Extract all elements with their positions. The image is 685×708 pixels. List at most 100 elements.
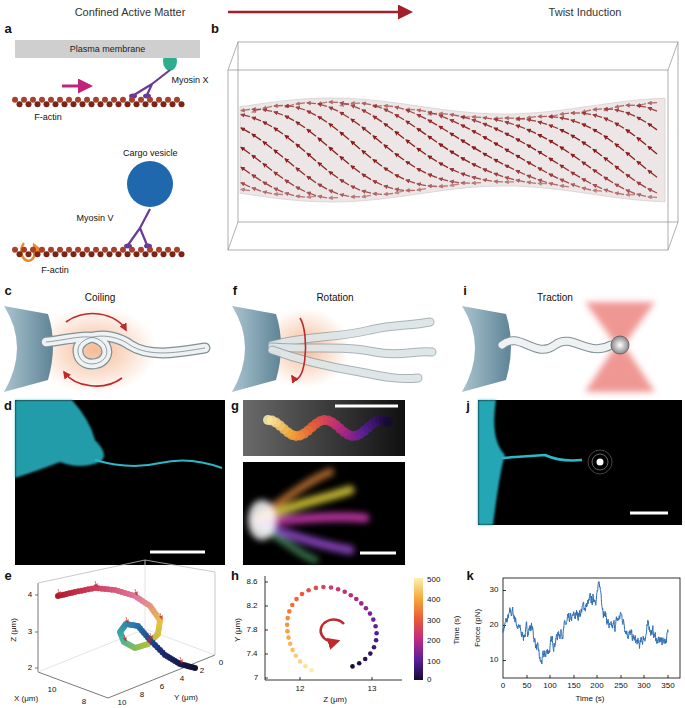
axis-title: Y (μm) [174,694,198,702]
scatter-point [368,651,373,656]
field-arrow [593,129,602,134]
field-arrow [340,132,349,140]
field-arrow [351,166,360,173]
colorbar-tick: 400 [427,596,440,604]
field-arrow [395,175,404,180]
plot-h-axes-part [300,677,301,680]
actin-bead [44,251,50,257]
field-arrow [285,104,294,107]
panel-b-front-part [228,70,668,250]
actin-bead [134,251,140,257]
plot-e-axes-part [35,595,38,596]
field-arrow [560,113,569,114]
plot-k-axes-part [550,675,551,678]
field-arrow [340,104,349,106]
actin-bead [165,97,171,103]
micrograph-g-part [335,405,398,408]
micrograph-g-part [360,552,396,555]
field-arrow [527,129,536,133]
field-arrow [637,138,646,145]
field-arrow [604,108,613,111]
field-arrow [450,169,459,173]
actin-bead [125,101,131,107]
panel-a-art-part [134,70,170,95]
field-arrow [417,184,426,186]
panel-letter: g [231,399,239,412]
field-arrow [351,186,360,190]
field-arrow [538,180,547,183]
field-arrow [373,136,382,143]
field-arrow [329,101,338,103]
micrograph-j-part [597,459,604,466]
field-arrow [582,110,591,112]
actin-bead [102,97,108,103]
field-arrow [274,172,283,179]
field-arrow [428,120,437,125]
field-arrow [417,148,426,154]
field-arrow [516,118,525,120]
force-trace [503,582,668,664]
part-label: F-actin [41,266,69,275]
field-arrow [505,181,514,182]
scatter-point [321,585,326,590]
field-arrow [351,196,360,197]
tick-label: 0 [501,682,505,690]
actin-bead [57,247,63,253]
header-arrow-part [228,11,410,14]
field-arrow [351,119,360,126]
field-arrow [318,102,327,104]
field-arrow [252,117,261,121]
field-arrow [351,102,360,104]
field-arrow [406,140,415,147]
actin-bead [53,101,59,107]
actin-bead [66,247,72,253]
micrograph-j [478,400,682,525]
scatter-point [354,597,359,602]
field-arrow [373,193,382,195]
field-arrow [626,174,635,180]
scatter-point [357,661,362,666]
plot-e-axes-part [35,668,38,669]
actin-bead [17,251,23,257]
plot-h-axes-part [265,582,268,583]
twisted-bundle [240,98,665,202]
field-arrow [571,154,580,160]
actin-bead [107,251,113,257]
field-arrow [252,188,261,191]
field-arrow [252,175,261,181]
field-arrow [571,120,580,123]
field-arrow [604,108,613,110]
field-arrow [648,146,657,154]
field-arrow [351,141,360,149]
actin-bead [44,101,50,107]
actin-bead [80,251,86,257]
plot-e-axes-part [38,583,39,672]
field-arrow [527,117,536,118]
field-arrow [439,185,448,187]
actin-bead [111,247,117,253]
scatter-point [372,645,377,650]
field-arrow [626,190,635,194]
field-arrow [615,106,624,108]
panel-b-box-part [228,42,238,70]
axis-title: X (μm) [14,695,38,703]
field-arrow [285,193,294,196]
field-arrow [296,187,305,192]
trajectory-3d [55,581,198,671]
field-arrow [417,128,426,134]
tick-label: 300 [637,682,650,690]
field-arrow [461,117,470,119]
axis-title: Time (s) [575,695,604,703]
panel-a-art-part [21,243,35,261]
field-arrow [241,183,250,187]
field-arrow [593,190,602,192]
field-arrow [582,113,591,114]
field-arrow [296,107,305,110]
field-arrow [439,144,448,150]
field-arrow [450,114,459,116]
field-arrow [615,110,624,112]
scatter-point [298,659,303,664]
vesicle-node: Cargo vesicle [123,147,178,207]
actin-bead [53,251,59,257]
field-arrow [560,118,569,120]
